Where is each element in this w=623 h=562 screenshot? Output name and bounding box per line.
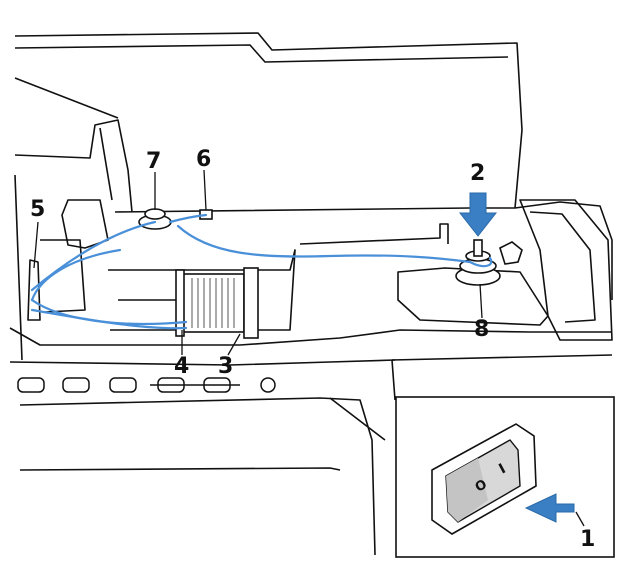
- leader-1: [575, 511, 585, 527]
- callout-1: 1: [580, 527, 595, 552]
- callout-4: 4: [174, 354, 189, 379]
- leader-5: [33, 221, 39, 269]
- thread-pretension-to-guide: [168, 213, 208, 224]
- button-row: [17, 377, 276, 393]
- button-1: [17, 377, 45, 393]
- left-strut: [14, 174, 23, 361]
- leader-8: [479, 283, 483, 319]
- bobbin-spindle: [473, 239, 483, 257]
- callout-5: 5: [30, 197, 45, 222]
- hook-guide: [299, 223, 449, 245]
- spool-cap: [243, 267, 259, 339]
- winder-housing-inner: [529, 211, 596, 323]
- front-slope: [9, 327, 612, 346]
- thread-path: [30, 213, 493, 330]
- left-cover-inner: [99, 127, 113, 201]
- winding-arrow: [458, 192, 498, 237]
- thread-spool: [118, 267, 259, 339]
- thread-left-guide-up: [30, 248, 122, 302]
- callout-3: 3: [218, 354, 233, 379]
- thread-to-pretension: [30, 220, 157, 292]
- switch-arrow: [524, 493, 575, 523]
- spool-rim-left: [175, 269, 185, 337]
- winder-tray: [397, 267, 549, 326]
- thread-guide-to-bobbin: [176, 224, 472, 264]
- leader-3: [227, 333, 241, 356]
- switch-rocker-shade: [446, 458, 488, 522]
- front-edge: [9, 359, 396, 366]
- upper-cover-inner-edge: [14, 44, 509, 63]
- pretension-disc-top: [144, 208, 166, 220]
- left-cover: [14, 119, 133, 213]
- button-round: [260, 377, 276, 393]
- left-bracket: [61, 199, 109, 249]
- leader-lines: [33, 169, 483, 356]
- lower-panel-inner: [19, 467, 341, 471]
- winder-stopper: [499, 241, 523, 265]
- thread-spool-to-left-guide: [30, 298, 188, 326]
- winder-housing: [519, 199, 613, 341]
- callout-7: 7: [146, 149, 161, 174]
- button-3: [109, 377, 137, 393]
- lower-panel-curve: [329, 397, 386, 441]
- leader-6: [203, 169, 207, 211]
- top-seam: [14, 77, 119, 119]
- left-post: [27, 259, 41, 321]
- upper-cover-edge: [14, 32, 523, 209]
- right-lower-body: [391, 354, 613, 361]
- spool-windings: [191, 278, 235, 328]
- spool-body: [181, 273, 245, 333]
- thread-lower-loop: [30, 308, 188, 330]
- lower-panel: [19, 397, 376, 556]
- callout-8: 8: [474, 317, 489, 342]
- left-bracket-2: [40, 239, 86, 313]
- power-switch-inset: [395, 396, 615, 558]
- thread-around-bobbin: [468, 256, 493, 268]
- callout-6: 6: [196, 147, 211, 172]
- right-body-edge: [391, 359, 396, 401]
- callout-2: 2: [470, 161, 485, 186]
- button-2: [62, 377, 90, 393]
